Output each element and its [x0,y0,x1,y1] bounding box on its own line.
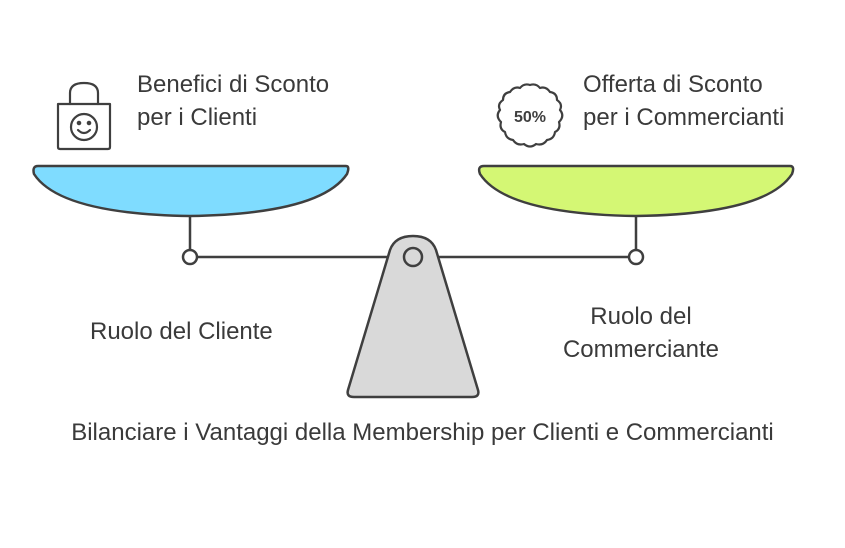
fulcrum [346,234,480,399]
right-role-label: Ruolo del Commerciante [562,303,720,363]
left-role-label: Ruolo del Cliente [90,318,273,345]
fulcrum-pivot [402,246,424,268]
discount-badge-text: 50% [514,109,546,126]
right-pan-label: Offerta di Sconto per i Commercianti [583,71,785,131]
left-pan-label: Benefici di Sconto per i Clienti [137,71,330,131]
left-hinge [181,248,199,266]
left-pan [32,164,350,218]
shopping-bag-smile-icon [56,81,112,151]
discount-badge-icon: 50% [496,83,564,148]
right-hinge [627,248,645,266]
right-pan [477,164,795,218]
diagram-caption: Bilanciare i Vantaggi della Membership p… [71,419,774,446]
